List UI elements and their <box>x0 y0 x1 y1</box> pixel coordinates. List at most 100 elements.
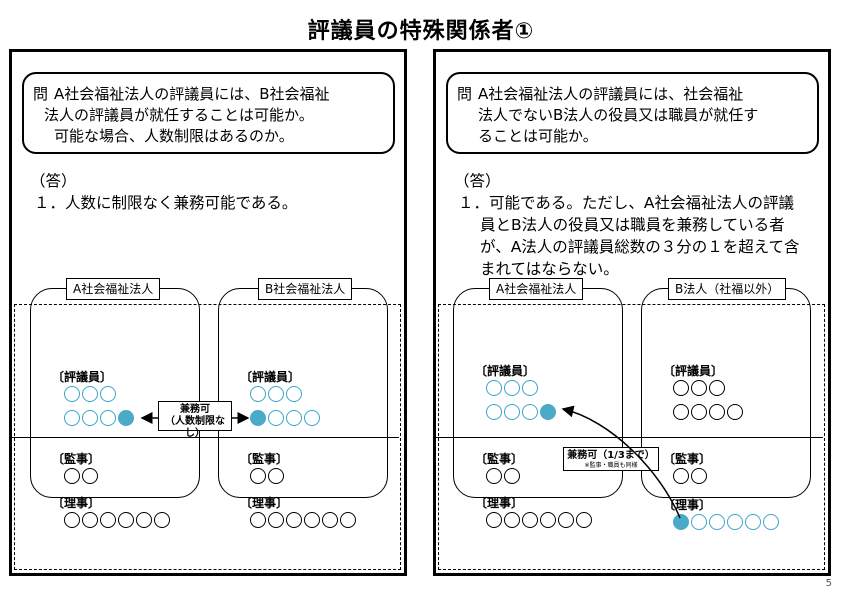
left-org-a-label: A社会福祉法人 <box>66 278 161 300</box>
left-b-auditors-row <box>250 468 286 486</box>
question-line: 法人の評議員が就任することは可能か。 <box>44 106 314 124</box>
trustee-circle <box>268 410 284 426</box>
right-b-trustees-row2 <box>673 404 745 422</box>
left-divider <box>11 437 399 438</box>
concurrent-trustee-circle <box>250 410 266 426</box>
director-circle <box>304 512 320 528</box>
right-a-auditors-row <box>486 468 522 486</box>
left-a-auditors-row <box>64 468 100 486</box>
right-a-trustees-row2 <box>486 404 558 422</box>
director-circle <box>709 514 725 530</box>
trustee-circle <box>286 386 302 402</box>
director-circle <box>576 512 592 528</box>
director-circle <box>522 512 538 528</box>
left-b-auditors-label: 〔監事〕 <box>240 452 289 466</box>
director-circle <box>136 512 152 528</box>
left-a-trustees-row1 <box>64 386 118 404</box>
trustee-circle <box>504 404 520 420</box>
trustee-circle <box>64 386 80 402</box>
concurrent-director-circle <box>673 514 689 530</box>
director-circle <box>558 512 574 528</box>
right-a-directors-label: 〔理事〕 <box>475 496 524 510</box>
answer-heading: （答） <box>30 172 77 190</box>
director-circle <box>504 512 520 528</box>
trustee-circle <box>673 404 689 420</box>
auditor-circle <box>504 468 520 484</box>
director-circle <box>250 512 266 528</box>
trustee-circle <box>82 410 98 426</box>
right-b-directors-label: 〔理事〕 <box>663 498 712 512</box>
left-a-directors-label: 〔理事〕 <box>52 496 101 510</box>
director-circle <box>486 512 502 528</box>
director-circle <box>268 512 284 528</box>
trustee-circle <box>268 386 284 402</box>
left-b-directors-row <box>250 512 358 530</box>
callout-line1: 兼務可（1/3まで） <box>567 450 655 461</box>
director-circle <box>727 514 743 530</box>
director-circle <box>82 512 98 528</box>
trustee-circle <box>522 380 538 396</box>
trustee-circle <box>100 410 116 426</box>
trustee-circle <box>64 410 80 426</box>
director-circle <box>118 512 134 528</box>
right-b-directors-row <box>673 514 781 532</box>
director-circle <box>154 512 170 528</box>
callout-line1: 兼務可 <box>180 404 210 415</box>
left-b-trustees-row2 <box>250 410 322 428</box>
trustee-circle <box>522 404 538 420</box>
auditor-circle <box>486 468 502 484</box>
question-line: A社会福祉法人の評議員には、社会福祉 <box>478 85 744 103</box>
auditor-circle <box>250 468 266 484</box>
right-panel: 問 A社会福祉法人の評議員には、社会福祉 法人でないB法人の役員又は職員が就任す… <box>433 49 831 576</box>
concurrent-trustee-circle <box>540 404 556 420</box>
trustee-circle <box>691 380 707 396</box>
question-mark: 問 <box>33 85 49 103</box>
auditor-circle <box>268 468 284 484</box>
right-answer: （答） １．可能である。ただし、A社会福祉法人の評議員とB法人の役員又は職員を兼… <box>448 170 808 280</box>
left-a-directors-row <box>64 512 172 530</box>
page-number: 5 <box>825 578 832 589</box>
question-mark: 問 <box>457 85 473 103</box>
page-title: 評議員の特殊関係者① <box>307 19 535 44</box>
director-circle <box>64 512 80 528</box>
right-b-trustees-row1 <box>673 380 727 398</box>
question-line: ることは可能か。 <box>478 127 598 145</box>
trustee-circle <box>250 386 266 402</box>
question-line: 法人でないB法人の役員又は職員が就任す <box>478 106 759 124</box>
director-circle <box>745 514 761 530</box>
director-circle <box>763 514 779 530</box>
director-circle <box>322 512 338 528</box>
right-concurrent-callout: 兼務可（1/3まで） ※監事・職員も同様 <box>563 447 659 471</box>
trustee-circle <box>486 380 502 396</box>
trustee-circle <box>100 386 116 402</box>
director-circle <box>691 514 707 530</box>
callout-line2: ※監事・職員も同様 <box>584 462 638 469</box>
answer-body: １．人数に制限なく兼務可能である。 <box>34 194 298 212</box>
director-circle <box>286 512 302 528</box>
left-a-auditors-label: 〔監事〕 <box>52 452 101 466</box>
trustee-circle <box>504 380 520 396</box>
right-b-auditors-row <box>673 468 709 486</box>
trustee-circle <box>673 380 689 396</box>
left-org-b-label: B社会福祉法人 <box>258 278 353 300</box>
right-b-auditors-label: 〔監事〕 <box>663 452 712 466</box>
auditor-circle <box>673 468 689 484</box>
left-answer: （答） １．人数に制限なく兼務可能である。 <box>24 170 404 214</box>
right-a-trustees-label: 〔評議員〕 <box>475 364 536 378</box>
left-a-trustees-row2 <box>64 410 136 428</box>
callout-line2: （人数制限なし） <box>165 416 225 439</box>
right-question-box: 問 A社会福祉法人の評議員には、社会福祉 法人でないB法人の役員又は職員が就任す… <box>446 72 819 154</box>
director-circle <box>540 512 556 528</box>
left-question-box: 問 A社会福祉法人の評議員には、B社会福祉 法人の評議員が就任することは可能か。… <box>22 72 395 154</box>
right-org-a-label: A社会福祉法人 <box>489 278 584 300</box>
right-b-trustees-label: 〔評議員〕 <box>663 364 724 378</box>
concurrent-trustee-circle <box>118 410 134 426</box>
right-a-trustees-row1 <box>486 380 540 398</box>
auditor-circle <box>691 468 707 484</box>
answer-heading: （答） <box>454 172 501 190</box>
right-a-directors-row <box>486 512 594 530</box>
question-line: A社会福祉法人の評議員には、B社会福祉 <box>54 85 330 103</box>
left-b-trustees-row1 <box>250 386 304 404</box>
right-a-auditors-label: 〔監事〕 <box>475 452 524 466</box>
auditor-circle <box>64 468 80 484</box>
